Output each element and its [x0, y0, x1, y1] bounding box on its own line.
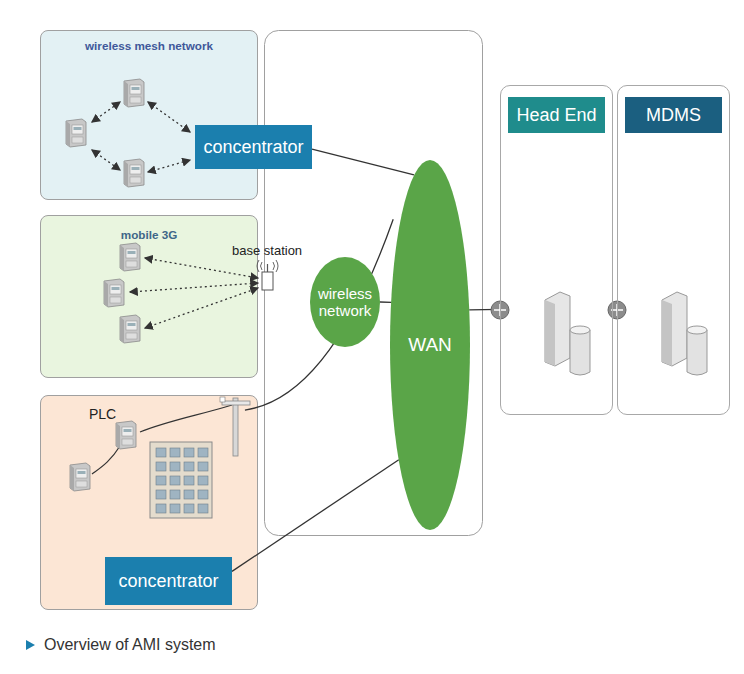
system-box: Head End: [500, 85, 613, 415]
network-ellipse: wireless network: [310, 257, 380, 347]
wan-ellipse: WAN: [390, 160, 470, 530]
node-label: concentrator: [203, 137, 303, 158]
base-station-antenna: [257, 260, 278, 290]
concentrator-box: concentrator: [105, 557, 232, 605]
caption-bullet: [26, 640, 35, 650]
region-title: PLC: [89, 406, 116, 422]
network-link: [380, 301, 392, 303]
node-label: wireless network: [315, 285, 375, 320]
region-title: mobile 3G: [41, 228, 257, 241]
network-region-outline: [265, 31, 483, 536]
node-label: concentrator: [118, 571, 218, 592]
node-label: MDMS: [646, 105, 701, 126]
node-label: WAN: [395, 334, 465, 356]
server-icons: [545, 292, 707, 375]
region-title: wireless mesh network: [41, 39, 257, 52]
concentrator-box: concentrator: [195, 125, 312, 169]
station-label: base station: [232, 243, 302, 258]
region-panel: wireless mesh network: [40, 30, 258, 200]
network-link: [312, 149, 414, 175]
network-link: [469, 309, 500, 311]
caption: Overview of AMI system: [44, 636, 216, 654]
node-label: Head End: [516, 105, 596, 126]
router-icons: [491, 301, 626, 319]
system-box: MDMS: [617, 85, 730, 415]
heading-tab: Head End: [508, 97, 605, 133]
region-panel: mobile 3G: [40, 215, 258, 378]
heading-tab: MDMS: [625, 97, 722, 133]
